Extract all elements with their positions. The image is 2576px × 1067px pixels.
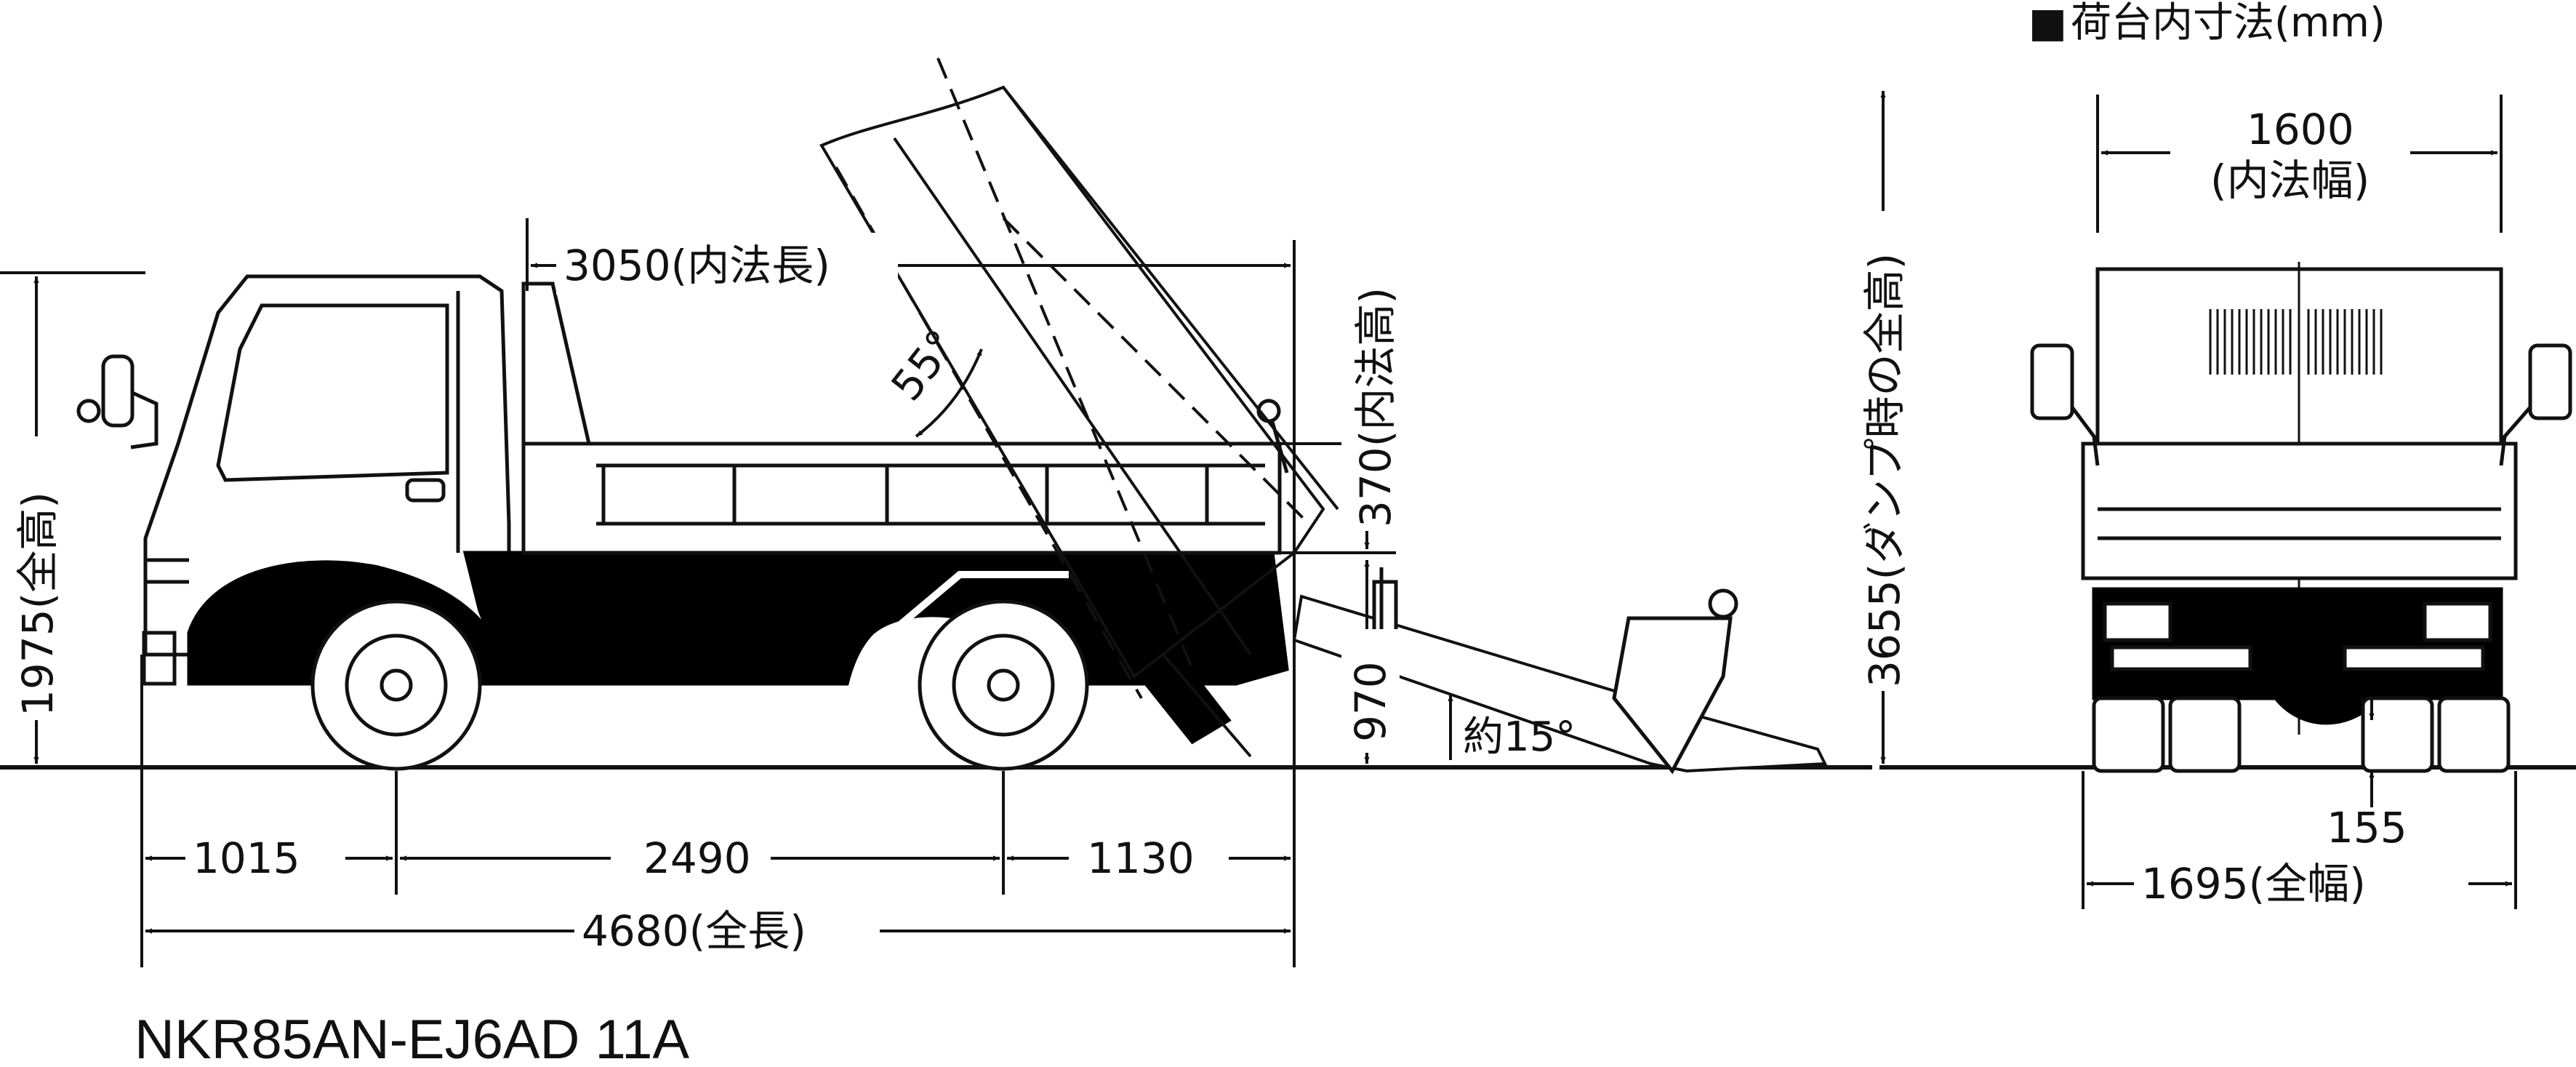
floor-height-label: 970 — [1346, 661, 1395, 742]
dump-height-label: 3655(ダンプ時の全高) — [1860, 253, 1909, 687]
inner-length-label: 3050(内法長) — [563, 241, 830, 290]
cab-window — [216, 303, 449, 482]
inner-width-value: 1600 — [2247, 105, 2354, 154]
rear-left-mirror — [2030, 343, 2074, 420]
wheelbase-label: 2490 — [643, 834, 751, 883]
overall-width-label: 1695(全幅) — [2141, 859, 2366, 908]
overall-height-label: 1975(全高) — [13, 492, 63, 716]
inner-height-label: 370(内法高) — [1351, 287, 1400, 527]
tail-angle-label: 約15° — [1463, 714, 1576, 761]
rear-right-mirror — [2528, 343, 2572, 420]
front-overhang-label: 1015 — [193, 834, 300, 883]
model-code: NKR85AN-EJ6AD 11A — [135, 1009, 689, 1067]
ground-clearance-label: 155 — [2327, 803, 2407, 852]
overall-length-label: 4680(全長) — [582, 906, 806, 956]
inner-width-label: (内法幅) — [2210, 156, 2370, 205]
dumped-bed — [819, 85, 1325, 679]
truck-rear-view — [2030, 262, 2572, 773]
side-mirror — [101, 354, 135, 428]
truck-side-view — [76, 57, 1828, 775]
legend-square-icon: ■ — [2029, 0, 2067, 47]
cargo-bed — [521, 281, 1282, 555]
legend-title: 荷台内寸法(mm) — [2071, 0, 2386, 47]
rear-wheel — [918, 599, 1089, 771]
rear-overhang-label: 1130 — [1087, 834, 1195, 883]
front-wheel — [310, 599, 482, 771]
